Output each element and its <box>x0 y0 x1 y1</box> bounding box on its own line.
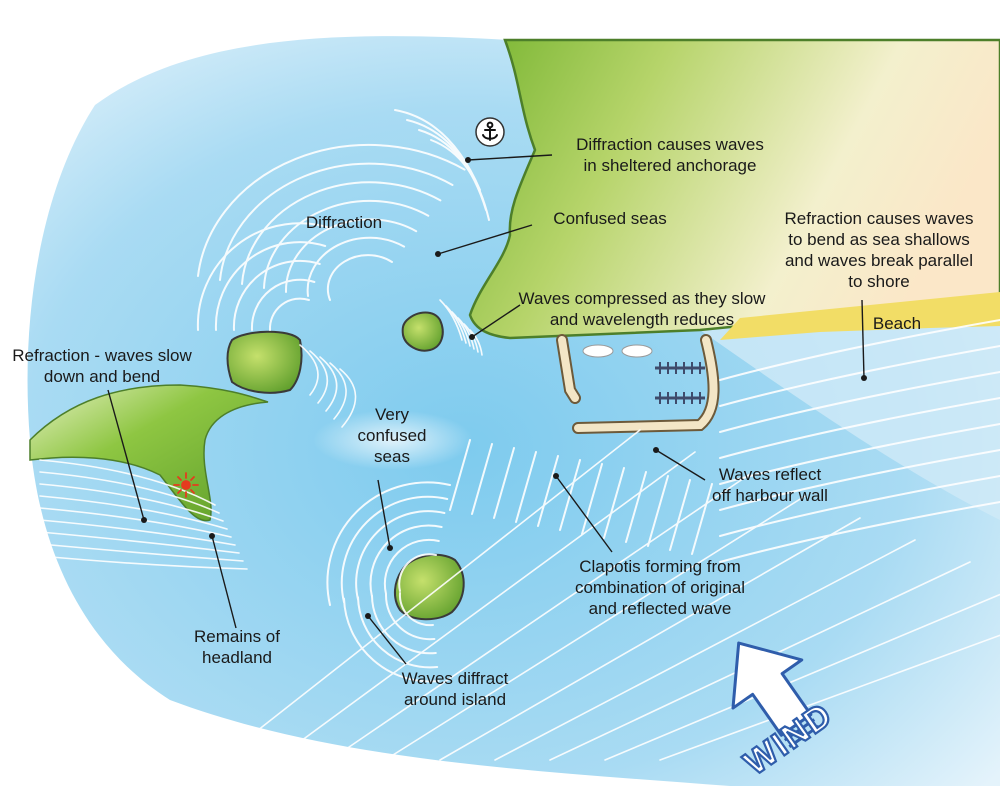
wave-line <box>439 299 463 341</box>
wave-line <box>274 451 696 761</box>
wave-line <box>445 305 467 344</box>
wave-line <box>719 423 1000 485</box>
wave-line <box>39 459 216 506</box>
wave-line <box>268 297 310 331</box>
wave-line <box>219 429 641 761</box>
wave-line <box>39 495 228 530</box>
wave-line <box>329 473 751 761</box>
wave-line <box>691 483 713 555</box>
wave-line <box>647 475 669 547</box>
wave-line <box>343 597 440 683</box>
wave-line <box>719 449 1000 511</box>
wave-line <box>309 350 329 404</box>
wave-line <box>493 447 515 519</box>
wave-line <box>719 501 1000 563</box>
rock-hazard-icon <box>173 472 199 498</box>
wave-line <box>326 254 393 301</box>
label-confused-seas: Confused seas <box>553 209 667 228</box>
wind-arrow-icon <box>731 641 820 748</box>
wave-line <box>384 495 806 761</box>
wave-line <box>371 594 437 655</box>
leader-lines <box>107 154 865 665</box>
wave-line <box>39 555 248 570</box>
wave-line <box>515 451 537 523</box>
wave-line <box>329 362 347 420</box>
beach-sand <box>720 292 1000 340</box>
wave-line <box>457 317 475 350</box>
wave-line <box>299 344 319 396</box>
label-sheltered-anchorage: Diffraction causes waves in sheltered an… <box>576 135 764 175</box>
label-diffract-island: Waves diffract around island <box>401 669 509 709</box>
wave-line <box>196 222 332 331</box>
wave-line <box>669 479 691 551</box>
label-refraction-bend: Refraction causes waves to bend as sea s… <box>784 209 974 291</box>
wave-line <box>537 455 559 527</box>
harbour <box>556 334 720 434</box>
leader-dots <box>141 157 867 619</box>
wave-line <box>659 634 1000 761</box>
wave-line <box>398 592 434 627</box>
mainland <box>468 38 1000 340</box>
wave-line <box>719 397 1000 459</box>
island-left <box>226 330 303 394</box>
wave-line <box>219 162 454 281</box>
label-clapotis: Clapotis forming from combination of ori… <box>574 557 746 618</box>
wave-line <box>469 329 483 356</box>
wave-line <box>471 443 493 515</box>
wave-line <box>319 356 338 412</box>
wave-line <box>449 439 471 511</box>
wave-line <box>439 517 861 761</box>
wave-line <box>263 199 430 289</box>
wave-line <box>719 345 1000 407</box>
label-reflect-wall: Waves reflect off harbour wall <box>712 465 828 505</box>
wave-line <box>494 539 916 761</box>
wave-line <box>39 483 224 522</box>
wave-line <box>719 371 1000 433</box>
wave-line <box>250 278 316 331</box>
anchor-icon <box>475 117 505 147</box>
confused-patch <box>313 410 473 470</box>
wave-line <box>604 593 1000 761</box>
wave-line <box>430 139 490 221</box>
wave-line <box>369 524 443 598</box>
sea-shallows <box>700 300 1000 520</box>
wave-line <box>581 463 603 535</box>
wave-line <box>232 259 321 331</box>
wave-line <box>719 475 1000 537</box>
wave-line <box>39 471 220 514</box>
wave-line <box>214 241 327 331</box>
label-remains-headland: Remains of headland <box>194 627 280 667</box>
wave-line <box>355 510 446 601</box>
wave-line <box>719 319 1000 381</box>
wave-line <box>340 495 449 604</box>
wave-line <box>39 531 240 554</box>
label-beach: Beach <box>872 314 922 333</box>
wave-line <box>603 467 625 539</box>
wave-line <box>384 593 436 641</box>
headland <box>29 384 269 522</box>
label-waves-compressed: Waves compressed as they slow and wavele… <box>518 289 766 329</box>
wave-line <box>241 181 442 285</box>
label-refraction-slow: Refraction - waves slow down and bend <box>12 346 192 386</box>
wave-line <box>39 543 244 562</box>
label-diffraction: Diffraction <box>305 213 383 232</box>
wave-line <box>357 596 439 669</box>
wave-line <box>326 481 451 606</box>
wave-line <box>197 144 466 277</box>
island-small <box>401 311 444 352</box>
label-very-confused: Very confused seas <box>357 405 427 466</box>
wave-line <box>625 471 647 543</box>
wave-line <box>383 538 440 595</box>
wave-line <box>451 311 471 347</box>
wave-line <box>339 368 357 428</box>
wave-line <box>398 553 437 592</box>
